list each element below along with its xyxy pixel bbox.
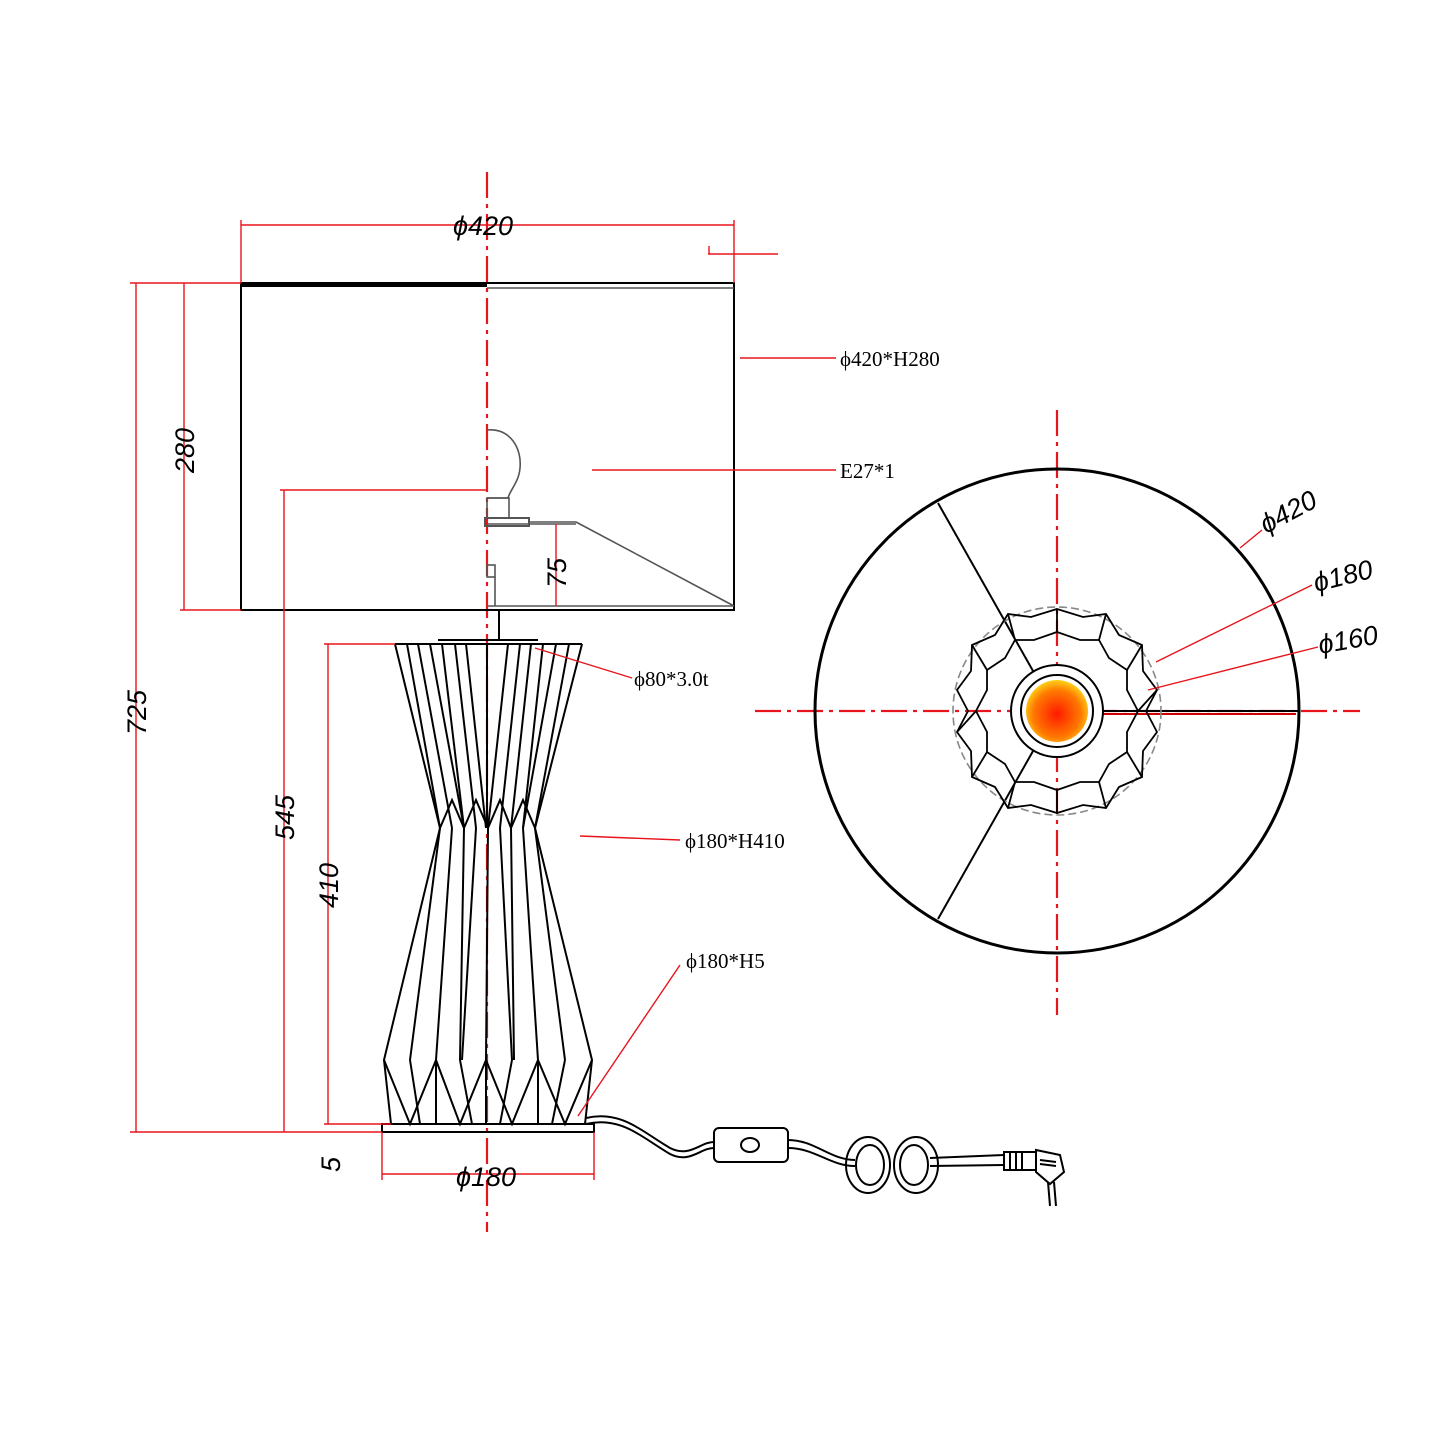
label-shade: ϕ420*H280 [840, 347, 940, 371]
label-plinth: ϕ180*H5 [686, 949, 765, 973]
side-view: ϕ420 725 280 545 75 410 5 ϕ180 ϕ420*H280… [122, 172, 1066, 1232]
dimension-lines [130, 220, 836, 1180]
dim-plinth-width: ϕ180 [456, 1162, 516, 1192]
dim-bulb-height: 545 [270, 794, 300, 840]
dim-base-height: 410 [314, 863, 344, 908]
shade-outline [813, 467, 1301, 955]
label-body: ϕ180*H410 [685, 829, 785, 853]
dim-shade-height: 280 [170, 428, 200, 474]
lamp-plinth [381, 1123, 595, 1133]
top-dim-420: ϕ420 [1255, 485, 1322, 540]
label-bulb: E27*1 [840, 459, 895, 483]
dim-shade-width: ϕ420 [453, 211, 513, 241]
label-tube: ϕ80*3.0t [634, 667, 709, 691]
top-view: ϕ420 ϕ180 ϕ160 [755, 410, 1380, 1015]
pleated-star [955, 608, 1159, 814]
top-dim-180: ϕ180 [1310, 554, 1376, 598]
dim-75: 75 [542, 557, 572, 588]
base-outline [952, 606, 1162, 816]
dim-total-height: 725 [122, 689, 152, 735]
power-cable [585, 1115, 1066, 1207]
bulb-icon [1026, 680, 1088, 742]
lamp-body [382, 639, 594, 1127]
plug-icon [1003, 1148, 1066, 1207]
top-dim-160: ϕ160 [1316, 620, 1380, 660]
dim-plinth-height: 5 [316, 1156, 346, 1172]
lamp-shade [240, 282, 735, 611]
switch-icon [713, 1127, 789, 1163]
bulb-socket [484, 429, 735, 607]
